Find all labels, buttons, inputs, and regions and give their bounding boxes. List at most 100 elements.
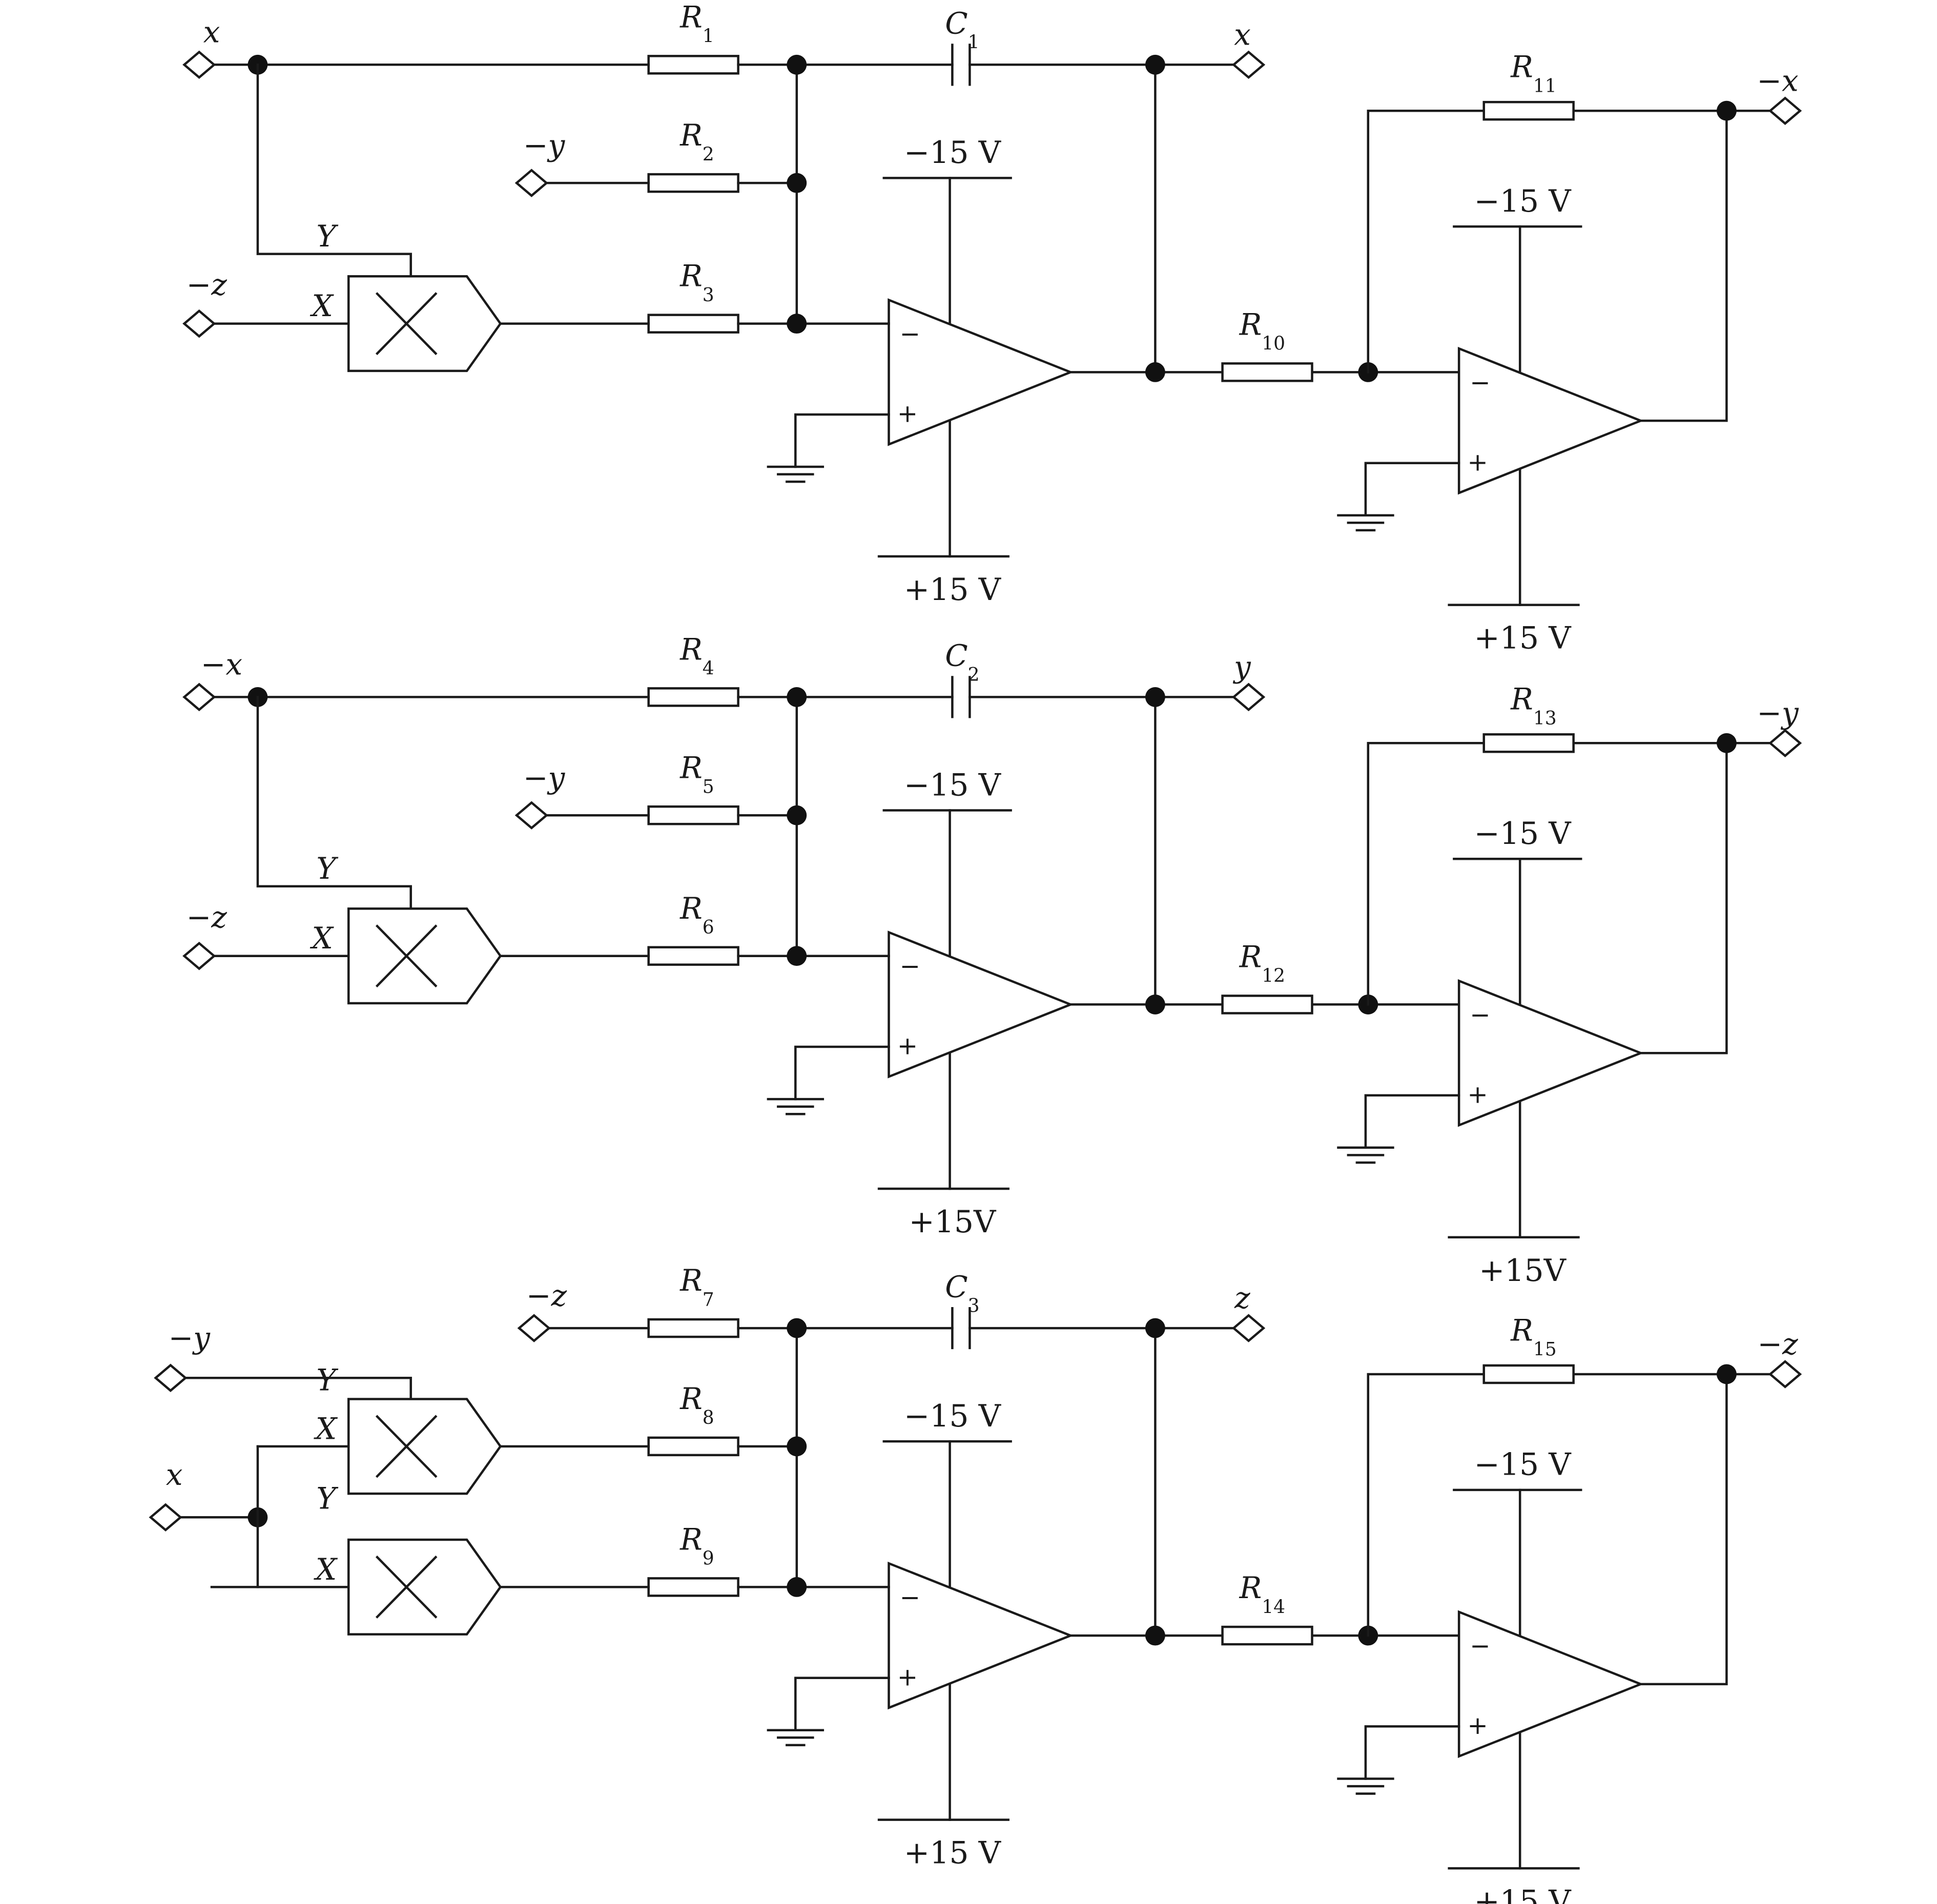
output-terminal bbox=[1231, 682, 1266, 712]
input-label: −z bbox=[187, 900, 228, 935]
input-label: x bbox=[203, 15, 220, 50]
inverter-output-terminal bbox=[1768, 96, 1802, 125]
input-resistor-label: R7 bbox=[679, 1263, 714, 1310]
inverter-input-resistor bbox=[1221, 362, 1313, 382]
wire bbox=[794, 1677, 890, 1731]
input-label: −z bbox=[187, 267, 228, 302]
inverter-input-resistor-label-subscript: 12 bbox=[1262, 966, 1285, 987]
junction-dot bbox=[787, 946, 807, 966]
feedback-resistor bbox=[1482, 733, 1575, 753]
input-terminal bbox=[514, 801, 548, 830]
op-amp bbox=[1457, 346, 1644, 495]
input-resistor-label: R4 bbox=[679, 632, 714, 679]
wire bbox=[1367, 109, 1485, 374]
input-resistor-label-subscript: 3 bbox=[703, 285, 714, 306]
junction-dot bbox=[787, 314, 807, 334]
feedback-resistor bbox=[1482, 100, 1575, 121]
inverter-input-resistor-label-letter: R bbox=[1239, 1570, 1262, 1605]
wire bbox=[1367, 1373, 1485, 1637]
input-resistor-label: R5 bbox=[679, 750, 714, 797]
inverter-input-resistor-label: R10 bbox=[1239, 307, 1285, 354]
inverter-input-resistor bbox=[1221, 995, 1313, 1015]
wire bbox=[1364, 1725, 1460, 1780]
feedback-resistor-label-letter: R bbox=[1510, 1313, 1533, 1348]
input-label: −z bbox=[526, 1278, 567, 1313]
input-resistor-label: R6 bbox=[679, 891, 714, 938]
inverter-input-resistor-label-letter: R bbox=[1239, 307, 1262, 342]
op-amp-inverting-pin: − bbox=[900, 320, 920, 348]
input-resistor-label-subscript: 9 bbox=[703, 1548, 714, 1569]
feedback-resistor bbox=[1482, 1364, 1575, 1384]
input-label: −y bbox=[523, 128, 566, 163]
input-resistor-label-letter: R bbox=[679, 750, 703, 785]
input-resistor-label-letter: R bbox=[679, 1522, 703, 1557]
wire bbox=[256, 64, 412, 278]
multiplier-block bbox=[347, 1398, 502, 1495]
junction-dot bbox=[787, 54, 807, 75]
positive-supply-label: +15V bbox=[1479, 1253, 1567, 1289]
capacitor-label-subscript: 2 bbox=[968, 665, 980, 686]
feedback-resistor-label: R15 bbox=[1510, 1313, 1556, 1360]
wire bbox=[1639, 109, 1728, 422]
input-resistor-label-subscript: 5 bbox=[703, 776, 714, 797]
positive-supply-label: +15V bbox=[909, 1204, 997, 1240]
inverter-input-resistor-label: R14 bbox=[1239, 1570, 1285, 1618]
op-amp-noninverting-pin: + bbox=[1467, 1711, 1488, 1740]
wire bbox=[375, 924, 438, 988]
input-label: −x bbox=[201, 647, 242, 682]
positive-supply-label: +15 V bbox=[904, 1835, 1002, 1871]
input-resistor bbox=[647, 805, 739, 825]
inverter-input-resistor-label-subscript: 14 bbox=[1262, 1597, 1285, 1618]
output-label: x bbox=[1234, 17, 1251, 52]
input-resistor-label-subscript: 1 bbox=[703, 26, 714, 47]
wire bbox=[184, 1376, 412, 1400]
input-resistor-label-letter: R bbox=[679, 632, 703, 667]
wire bbox=[375, 292, 438, 356]
input-resistor bbox=[647, 1436, 739, 1457]
input-terminal bbox=[154, 1363, 188, 1392]
op-amp-inverting-pin: − bbox=[900, 952, 920, 981]
capacitor-label-subscript: 1 bbox=[968, 32, 980, 53]
inverter-output-label: −z bbox=[1757, 1327, 1798, 1361]
negative-supply-label: −15 V bbox=[904, 135, 1002, 171]
junction-dot bbox=[1717, 1364, 1737, 1384]
output-label: z bbox=[1234, 1280, 1250, 1315]
input-resistor-label: R2 bbox=[679, 118, 714, 165]
input-resistor bbox=[647, 55, 739, 75]
input-resistor bbox=[647, 173, 739, 193]
wire bbox=[1364, 462, 1460, 516]
op-amp-noninverting-pin: + bbox=[897, 400, 918, 428]
junction-dot bbox=[1145, 362, 1165, 382]
junction-dot bbox=[787, 173, 807, 193]
input-resistor-label: R3 bbox=[679, 259, 714, 306]
op-amp bbox=[888, 1561, 1074, 1710]
op-amp-inverting-pin: − bbox=[1470, 368, 1490, 397]
negative-supply-label: −15 V bbox=[1474, 1447, 1572, 1483]
junction-dot bbox=[1145, 1318, 1165, 1338]
junction-dot bbox=[787, 805, 807, 825]
positive-supply-label: +15 V bbox=[1474, 620, 1572, 656]
inverter-output-label: −y bbox=[1757, 695, 1799, 730]
feedback-resistor-label: R13 bbox=[1510, 682, 1556, 729]
input-terminal bbox=[182, 50, 216, 79]
capacitor-label: C2 bbox=[945, 638, 979, 686]
input-resistor-label-subscript: 2 bbox=[703, 144, 714, 165]
op-amp-inverting-pin: − bbox=[1470, 1632, 1490, 1661]
junction-dot bbox=[787, 1318, 807, 1338]
output-terminal bbox=[1231, 50, 1266, 79]
multiplier-x-label: X bbox=[310, 921, 335, 956]
input-resistor-label-letter: R bbox=[679, 1381, 703, 1416]
inverter-input-resistor-label-subscript: 10 bbox=[1262, 334, 1285, 355]
multiplier-block bbox=[347, 907, 502, 1005]
output-terminal bbox=[1231, 1314, 1266, 1342]
junction-dot bbox=[787, 1436, 807, 1457]
input-resistor bbox=[647, 1318, 739, 1338]
wire bbox=[794, 413, 890, 468]
positive-supply-label: +15 V bbox=[1474, 1884, 1572, 1904]
input-resistor-label-subscript: 6 bbox=[703, 917, 714, 938]
junction-dot bbox=[1717, 100, 1737, 121]
junction-dot bbox=[1145, 995, 1165, 1015]
input-terminal bbox=[514, 169, 548, 197]
